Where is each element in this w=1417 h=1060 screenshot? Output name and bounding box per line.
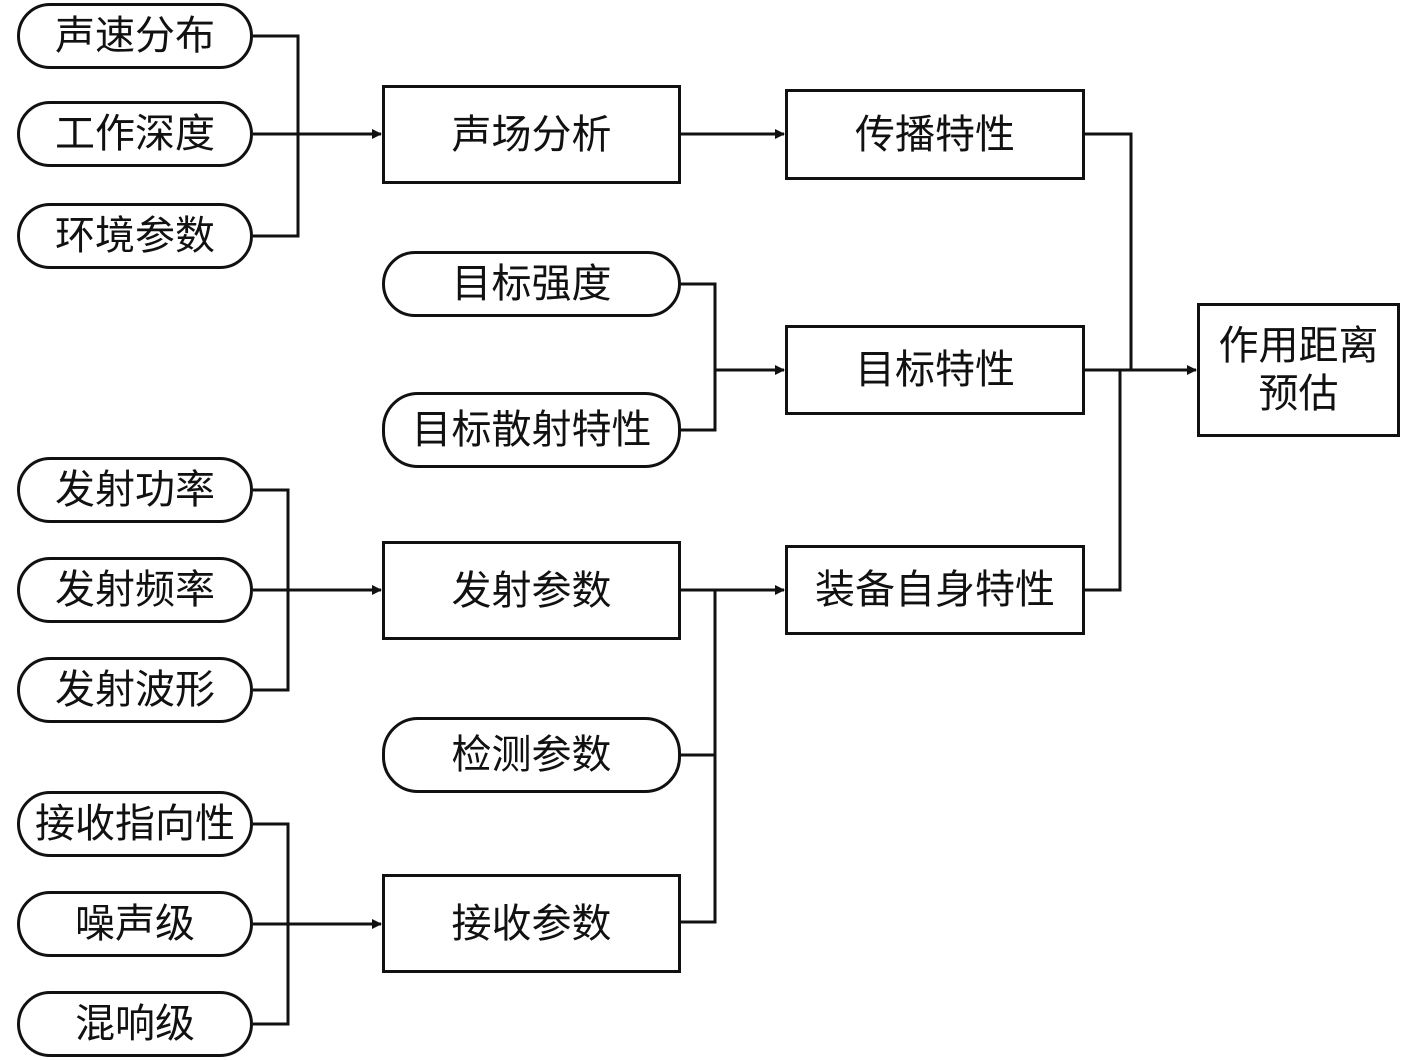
connector-target-bracket: [681, 282, 717, 432]
node-rx-params: 接收参数: [382, 874, 681, 973]
node-work-depth: 工作深度: [17, 101, 253, 167]
connector-env-bracket: [253, 34, 300, 238]
node-tx-params: 发射参数: [382, 541, 681, 640]
node-propagation: 传播特性: [785, 89, 1085, 180]
node-range-estimate: 作用距离 预估: [1197, 303, 1400, 437]
node-rx-directivity: 接收指向性: [17, 791, 253, 857]
node-reverb-level: 混响级: [17, 991, 253, 1057]
range-estimate-line2: 预估: [1258, 371, 1339, 417]
node-tx-freq: 发射频率: [17, 557, 253, 623]
node-target-char: 目标特性: [785, 325, 1085, 415]
node-noise-level: 噪声级: [17, 891, 253, 957]
node-sound-speed: 声速分布: [17, 3, 253, 69]
connector-propagation-down: [1085, 132, 1133, 370]
connector-equip-up: [1085, 370, 1122, 592]
node-target-strength: 目标强度: [382, 251, 681, 317]
node-sound-field: 声场分析: [382, 85, 681, 184]
node-detect-params: 检测参数: [382, 717, 681, 793]
range-estimate-line1: 作用距离: [1218, 323, 1379, 369]
node-tx-power: 发射功率: [17, 457, 253, 523]
node-tx-wave: 发射波形: [17, 657, 253, 723]
node-target-scatter: 目标散射特性: [382, 392, 681, 468]
node-env-params: 环境参数: [17, 203, 253, 269]
node-equip-char: 装备自身特性: [785, 545, 1085, 635]
